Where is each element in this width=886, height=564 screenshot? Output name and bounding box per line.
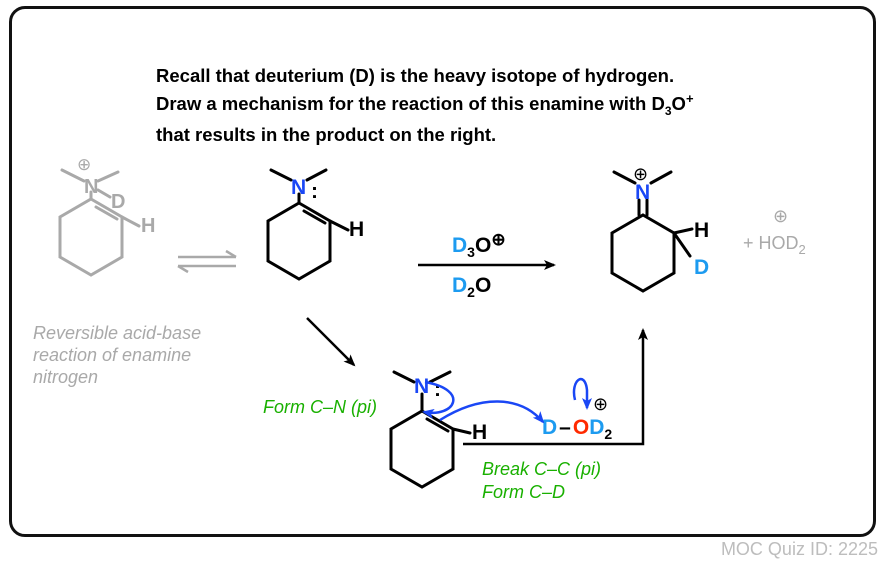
question-text: Recall that deuterium (D) is the heavy i…	[156, 64, 796, 146]
protonated-enamine	[58, 168, 141, 277]
enamine-n-atom: N	[291, 176, 306, 199]
reversible-note-line-3: nitrogen	[33, 367, 99, 387]
reversible-note: Reversible acid-base reaction of enamine…	[33, 322, 201, 388]
enamine-lone-pair: :	[311, 180, 318, 203]
dod2-dash: –	[559, 416, 571, 439]
iminium-product	[610, 170, 694, 293]
iminium-d-atom: D	[694, 256, 709, 279]
curved-arrow-pi-to-d	[439, 400, 545, 424]
question-plus: +	[685, 91, 694, 106]
mechanism-enamine	[389, 370, 472, 489]
form-cn-label: Form C–N (pi)	[263, 397, 378, 417]
mechanism-n-atom: N	[414, 375, 429, 398]
mechanism-h-atom: H	[472, 421, 487, 444]
grey-n-atom: N	[84, 176, 98, 198]
reversible-note-line-2: reaction of enamine	[33, 345, 192, 365]
iminium-n-atom: N	[635, 181, 650, 204]
curved-arrow-n-to-c	[422, 380, 455, 419]
reagent-d: D	[452, 234, 467, 257]
enamine-start	[266, 168, 350, 281]
grey-h-atom: H	[141, 215, 155, 237]
question-line-2-main: Draw a mechanism for the reaction of thi…	[156, 93, 665, 115]
grey-d-atom: D	[111, 191, 125, 213]
question-line-3: that results in the product on the right…	[156, 123, 497, 145]
grey-plus-charge: ⊕	[77, 155, 91, 174]
diagonal-arrow	[306, 317, 356, 367]
solvent-o: O	[475, 274, 491, 297]
dod2-o: O	[573, 416, 589, 439]
reagent-above: D3O⊕	[452, 230, 506, 260]
break-cc-label: Break C–C (pi)	[482, 459, 602, 479]
solvent-sub2: 2	[467, 284, 475, 300]
byproduct-plus-charge: ⊕	[773, 206, 788, 226]
d-od2-reagent: D–OD2	[542, 416, 612, 442]
dod2-d1: D	[542, 416, 557, 439]
curved-arrow-d-o-to-o	[572, 377, 592, 410]
iminium-h-atom: H	[694, 219, 709, 242]
question-d3-subscript: 3	[664, 103, 672, 118]
form-cd-label: Form C–D	[482, 482, 566, 502]
equilibrium-arrows	[177, 249, 237, 274]
l-arrow-to-product	[463, 328, 648, 446]
solvent-d: D	[452, 274, 467, 297]
reagent-below: D2O	[452, 274, 491, 300]
mechanism-lone-pair: :	[434, 378, 441, 401]
question-line-2: Draw a mechanism for the reaction of thi…	[156, 87, 796, 123]
enamine-h-atom: H	[349, 218, 364, 241]
dod2-sub2: 2	[604, 426, 612, 442]
reversible-note-line-1: Reversible acid-base	[33, 323, 202, 343]
question-o: O	[671, 93, 686, 115]
byproduct-sub: 2	[799, 242, 806, 257]
dod2-d2: D	[589, 416, 604, 439]
card-frame	[9, 6, 876, 537]
reagent-o: O	[475, 234, 491, 257]
question-line-1: Recall that deuterium (D) is the heavy i…	[156, 65, 675, 86]
iminium-plus-charge: ⊕	[633, 164, 648, 184]
dod2-plus-charge: ⊕	[593, 394, 608, 414]
quiz-id: MOC Quiz ID: 2225	[720, 539, 878, 559]
byproduct-text: + HOD	[743, 233, 799, 253]
reagent-sub3: 3	[467, 244, 475, 260]
byproduct: + HOD2	[743, 233, 806, 257]
reagent-plus: ⊕	[491, 230, 505, 249]
